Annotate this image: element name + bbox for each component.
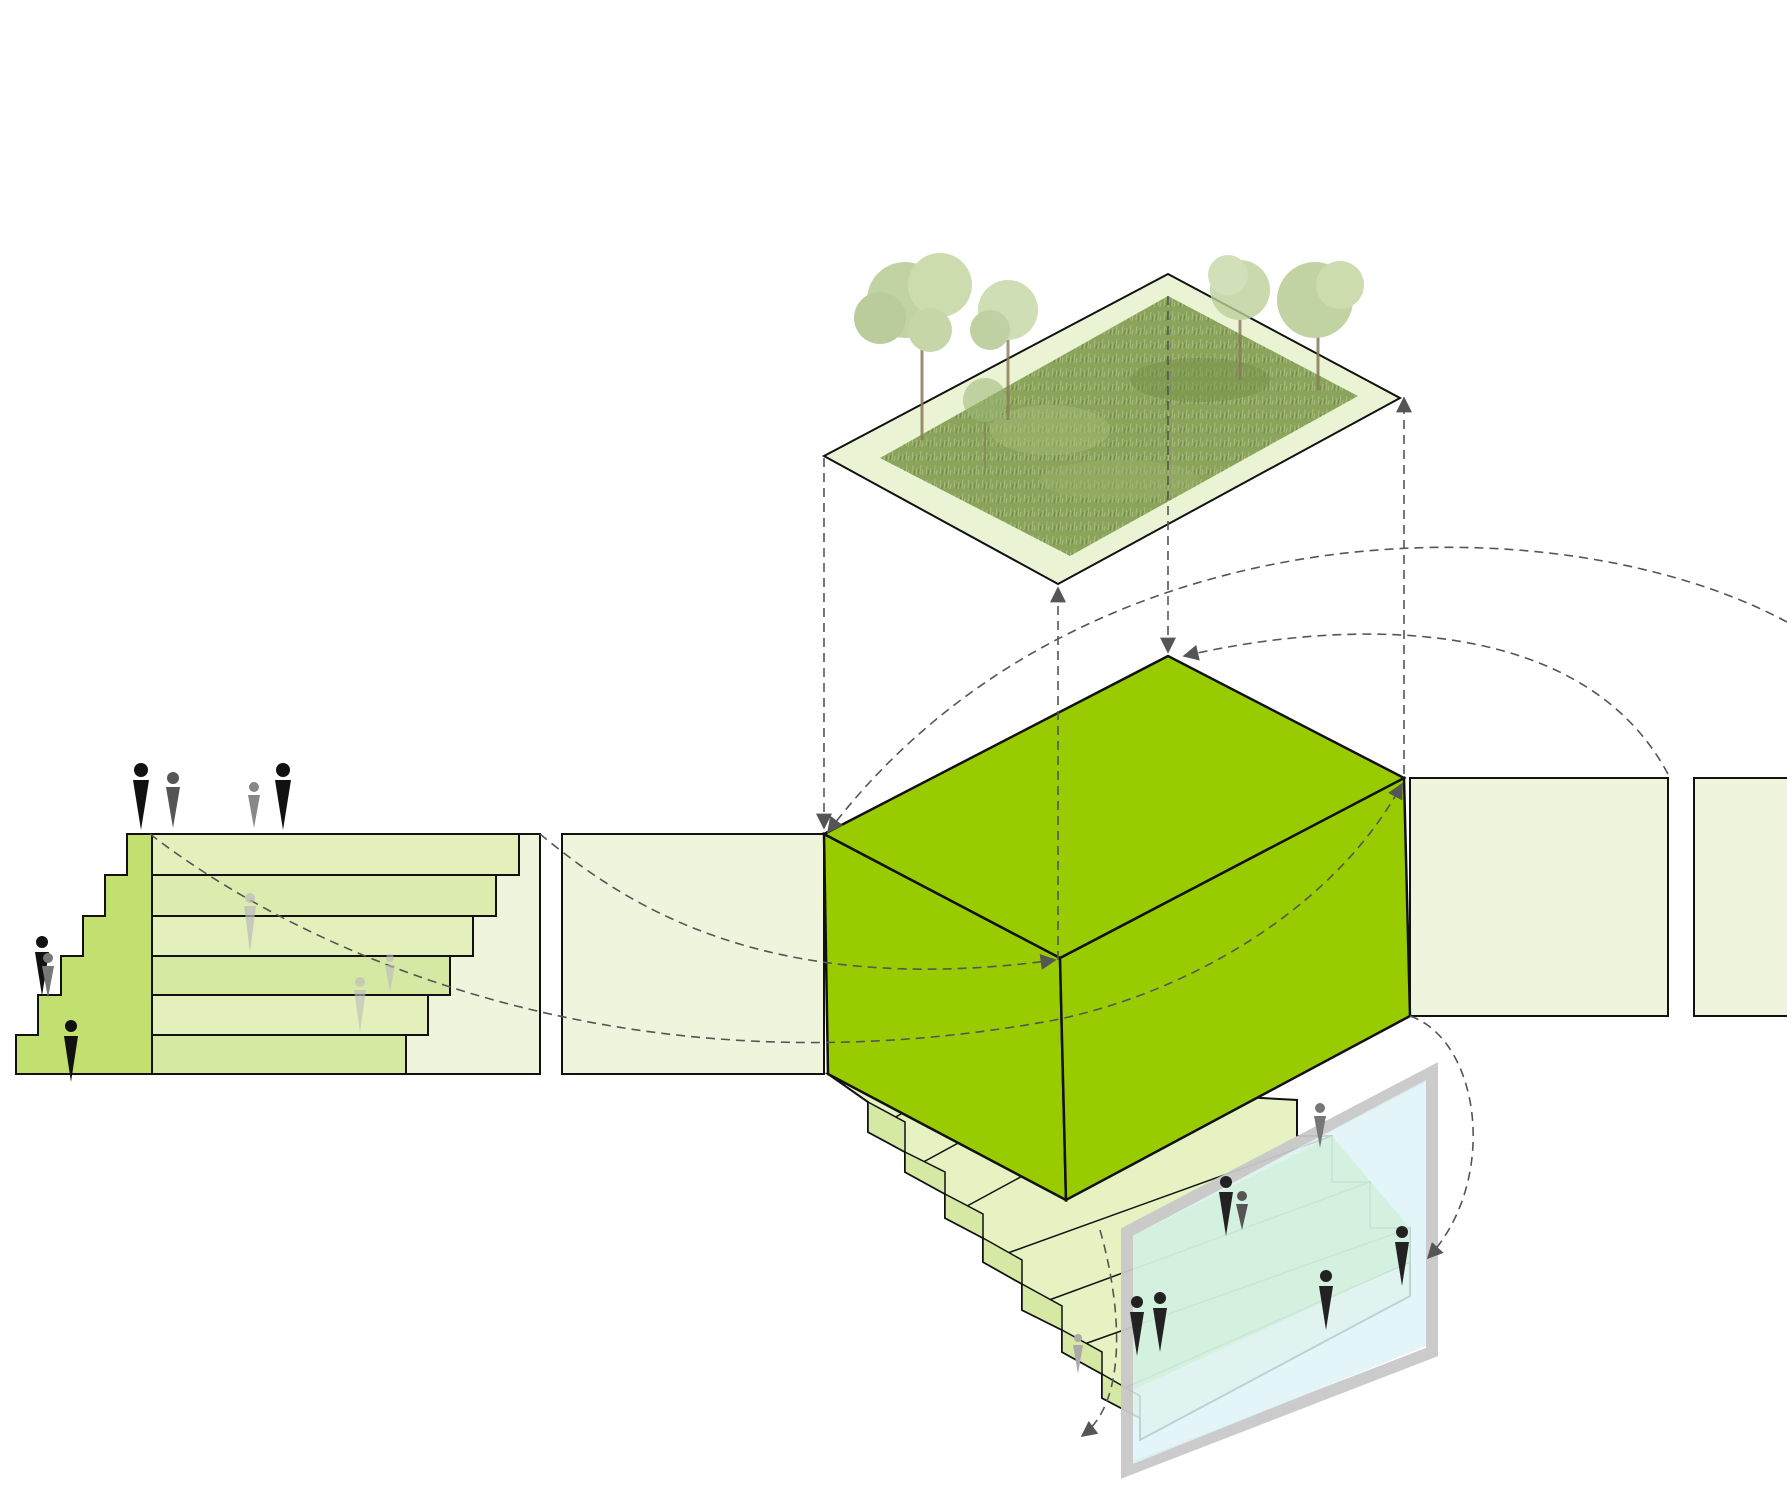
person-silhouette-icon [42,953,54,998]
person-silhouette-icon [166,772,180,828]
person-silhouette-icon [1130,1296,1144,1356]
tree-icon [854,253,972,440]
person-silhouette-icon [275,763,291,830]
ground-slabs [561,777,1787,1075]
pool-green-tint [1133,1136,1410,1390]
person-silhouette-icon [354,977,366,1032]
right-slab-far [1693,777,1787,1017]
green-roof-plate [821,253,1403,586]
green-volume [821,654,1412,1203]
step-1 [126,833,520,876]
tree-icon [1208,255,1270,380]
cube-top-face [821,654,1407,960]
tree-icon [1277,261,1364,390]
person-silhouette-icon [385,954,395,992]
person-silhouette-icon [1236,1191,1248,1230]
person-silhouette-icon [1153,1292,1167,1352]
person-silhouette-icon [35,936,49,996]
person-silhouette-icon [1319,1270,1333,1330]
people-silhouettes [35,763,1409,1374]
person-silhouette-icon [1219,1176,1233,1236]
person-silhouette-icon [1314,1103,1326,1148]
person-silhouette-icon [244,893,256,952]
tree-icon [970,280,1038,420]
right-slab-near [1409,777,1669,1017]
person-silhouette-icon [1073,1334,1083,1374]
step-2 [104,874,497,917]
left-terraced-steps [15,833,541,1075]
person-silhouette-icon [133,763,149,830]
water-pool [1121,1062,1438,1479]
pool-frame [1121,1062,1438,1479]
tree-icon [963,378,1007,470]
person-silhouette-icon [64,1020,78,1082]
dashed-movement-arrows [149,296,1787,1437]
person-silhouette-icon [248,782,260,828]
left-slab [561,833,825,1075]
steps-riser-column [15,833,153,1075]
person-silhouette-icon [1395,1226,1409,1286]
